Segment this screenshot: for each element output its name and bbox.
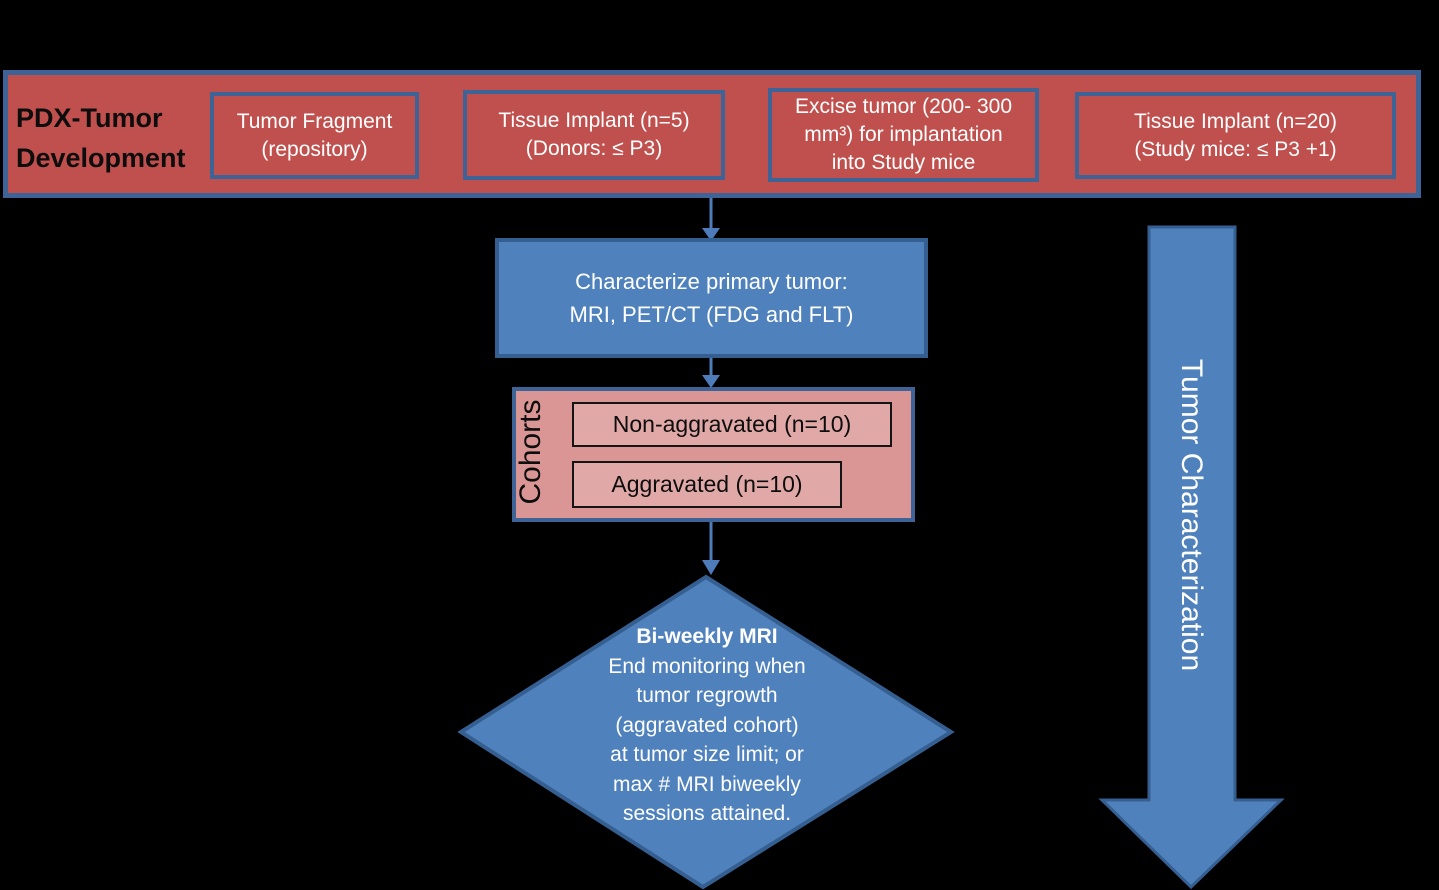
- diamond-line1: Bi-weekly MRI: [636, 625, 778, 648]
- step3-line2: mm³) for implantation: [804, 123, 1003, 146]
- diamond-line5: at tumor size limit; or: [610, 743, 804, 766]
- diamond-line2: End monitoring when: [608, 654, 806, 678]
- banner-title: PDX-Tumor Development: [16, 98, 216, 178]
- diamond-line3: tumor regrowth: [636, 684, 778, 707]
- down-arrow-characterize-to-cohorts: [702, 358, 720, 388]
- step3-line3: into Study mice: [831, 151, 976, 174]
- step-box-tumor-fragment: Tumor Fragment (repository): [210, 92, 419, 179]
- step3-line1: Excise tumor (200- 300: [794, 95, 1013, 118]
- banner-title-line1: PDX-Tumor: [16, 103, 163, 133]
- step2-line1: Tissue Implant (n=5): [498, 109, 690, 132]
- cohorts-vertical-label: Cohorts: [514, 399, 547, 505]
- decision-diamond-shape: [457, 574, 955, 890]
- cohort-non-aggravated: Non-aggravated (n=10): [572, 402, 892, 447]
- characterize-line1: Characterize primary tumor:: [575, 269, 848, 294]
- step1-line2: (repository): [261, 137, 368, 161]
- diamond-line7: sessions attained.: [622, 802, 792, 825]
- down-arrow-cohorts-to-diamond: [702, 522, 720, 575]
- step4-line1: Tissue Implant (n=20): [1134, 109, 1337, 133]
- cohort-aggravated: Aggravated (n=10): [572, 461, 842, 508]
- diamond-line6: max # MRI biweekly: [613, 772, 801, 796]
- step4-line2: (Study mice: ≤ P3 +1): [1134, 137, 1337, 161]
- diamond-line4: (aggravated cohort): [615, 713, 799, 737]
- banner-title-line2: Development: [16, 143, 186, 173]
- characterize-primary-tumor-box: Characterize primary tumor: MRI, PET/CT …: [495, 238, 928, 358]
- characterize-line2: MRI, PET/CT (FDG and FLT): [569, 302, 854, 327]
- tumor-characterization-label: Tumor Characterization: [1175, 358, 1208, 672]
- tumor-characterization-arrow-shape: [1098, 225, 1285, 890]
- step2-line2: (Donors: ≤ P3): [525, 137, 663, 160]
- step1-line1: Tumor Fragment: [236, 109, 393, 133]
- down-arrow-banner-to-characterize: [702, 198, 720, 241]
- step-box-excise-tumor: Excise tumor (200- 300 mm³) for implanta…: [768, 88, 1039, 182]
- step-box-tissue-implant-n5: Tissue Implant (n=5) (Donors: ≤ P3): [463, 90, 725, 180]
- step-box-tissue-implant-n20: Tissue Implant (n=20) (Study mice: ≤ P3 …: [1075, 92, 1396, 179]
- decision-diamond-text: Bi-weekly MRI End monitoring when tumor …: [547, 622, 867, 829]
